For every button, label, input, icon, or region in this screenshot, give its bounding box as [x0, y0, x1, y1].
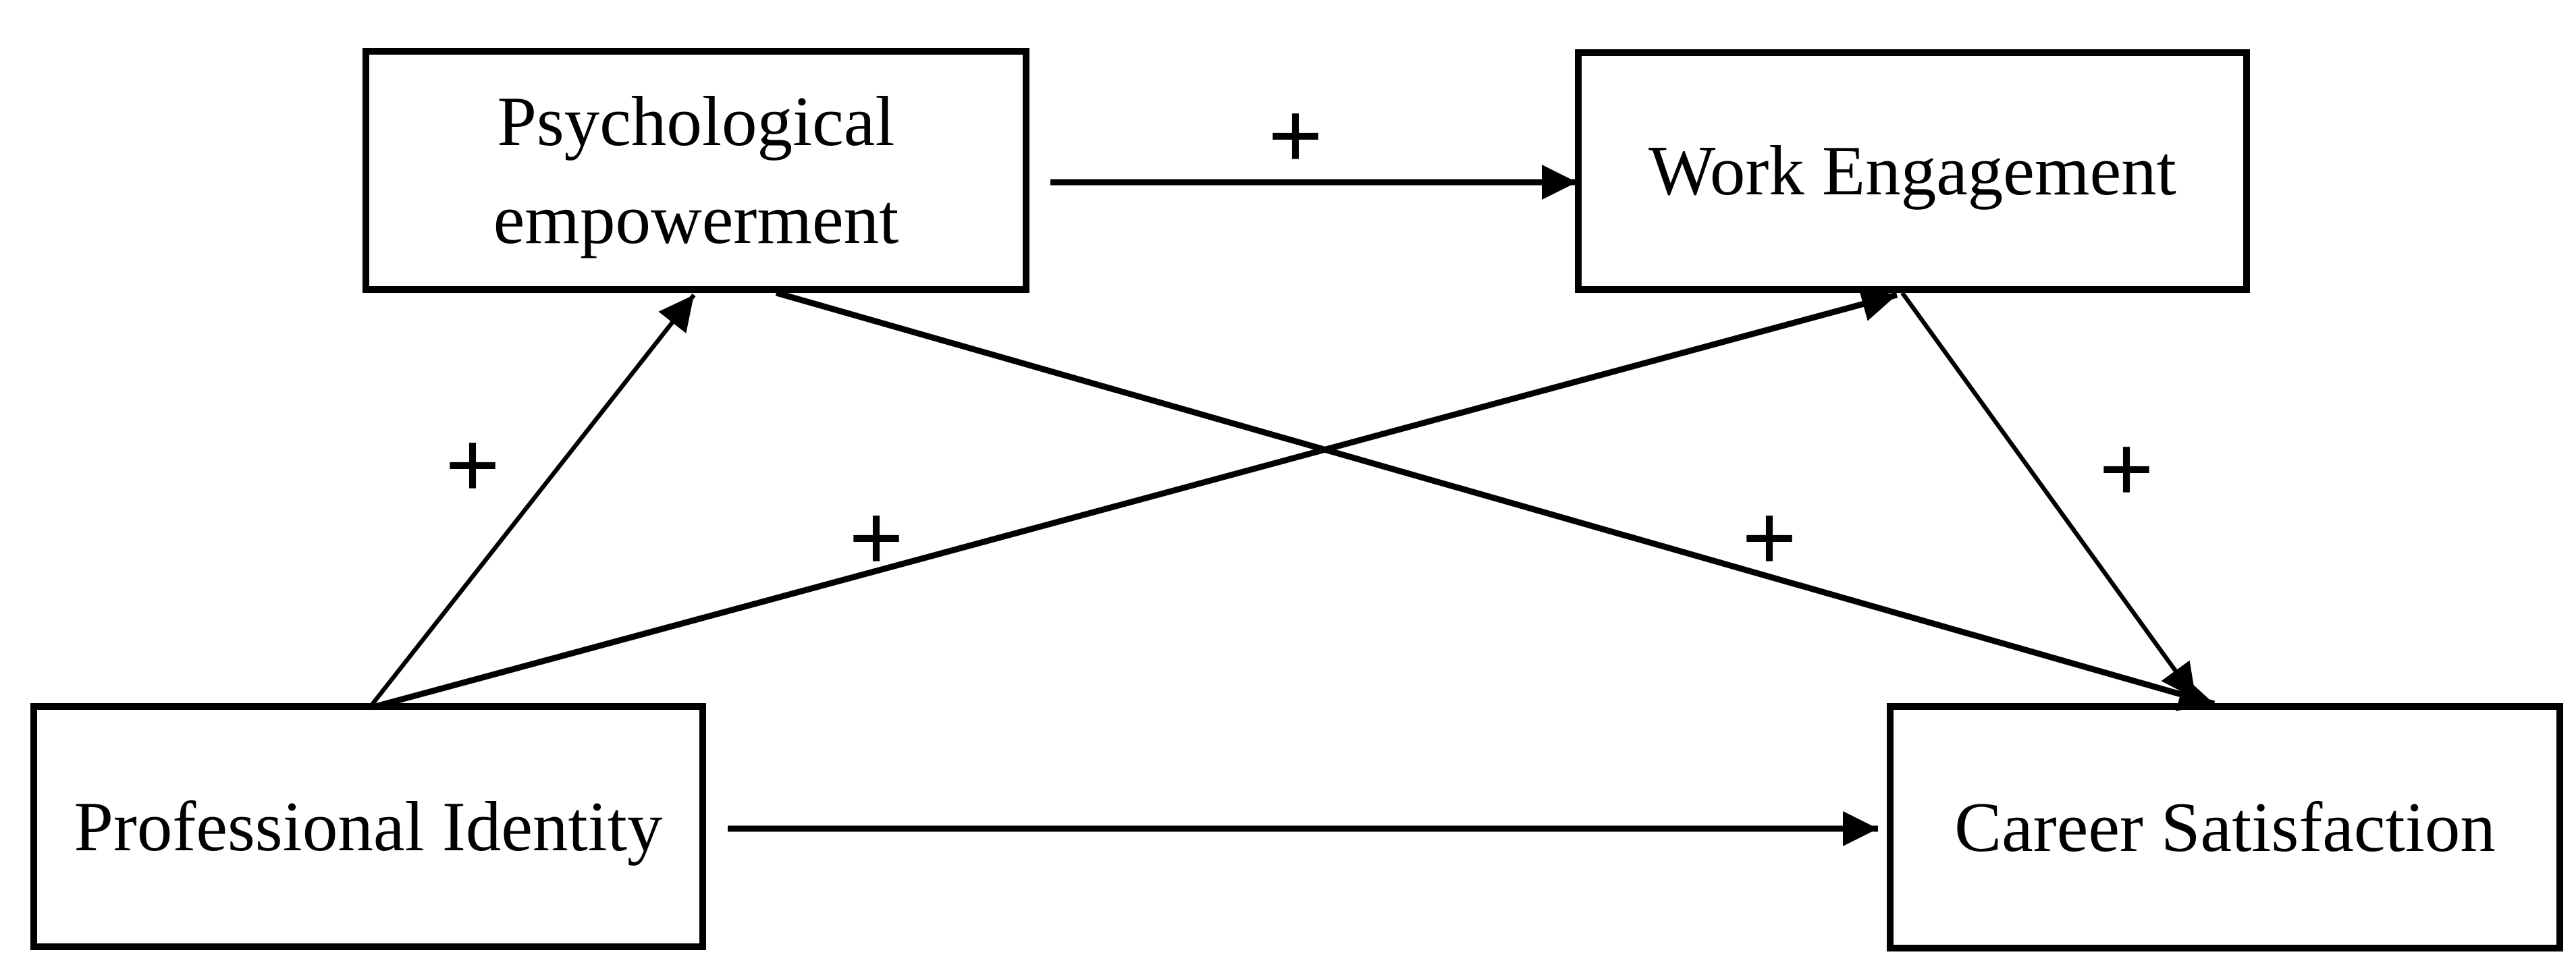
edge-sign-we-to-cs: + [2099, 416, 2155, 524]
edge-sign-pi-to-we: + [849, 485, 905, 592]
node-box-work-engagement [1575, 49, 2250, 293]
node-label-career-satisfaction: Career Satisfaction [1954, 787, 2496, 866]
node-box-professional-identity [30, 703, 706, 950]
node-box-career-satisfaction [1887, 703, 2563, 951]
edge-sign-pe-to-cs: + [1742, 485, 1798, 592]
edge-pi-to-we-line [371, 287, 1898, 711]
edge-pe-to-cs-line [775, 289, 2216, 711]
edge-sign-pi-to-pe: + [445, 412, 501, 520]
edge-we-to-cs-line [1900, 292, 2198, 700]
edge-pi-to-pe-line [368, 293, 696, 709]
node-label-professional-identity: Professional Identity [74, 786, 663, 866]
edge-sign-pe-to-we: + [1268, 82, 1324, 190]
node-label-psychological-empowerment: Psychological empowerment [493, 81, 899, 258]
node-label-work-engagement: Work Engagement [1648, 131, 2176, 211]
node-box-psychological-empowerment [363, 48, 1029, 293]
